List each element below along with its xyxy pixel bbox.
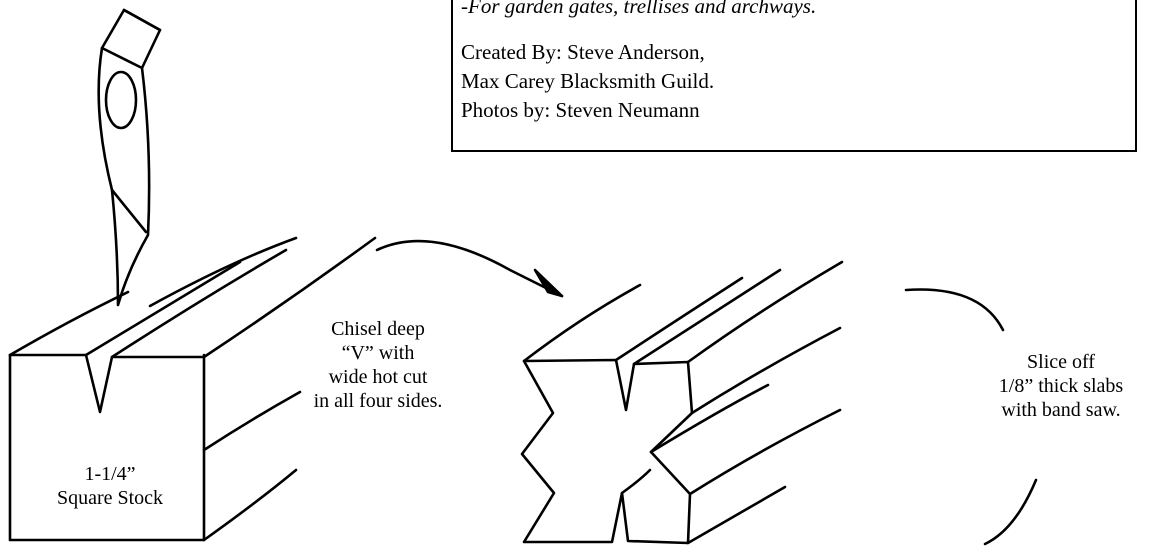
slice-curve-icon	[904, 288, 1038, 546]
hot-cut-chisel-icon	[97, 8, 162, 307]
chisel-label-line3: wide hot cut	[328, 366, 428, 388]
chisel-label-line1: Chisel deep	[331, 318, 425, 340]
credits-photos: Photos by: Steven Neumann	[461, 98, 700, 122]
credits-guild: Max Carey Blacksmith Guild.	[461, 69, 715, 93]
slice-label-line1: Slice off	[1027, 351, 1095, 373]
stock-label-line2: Square Stock	[56, 487, 164, 509]
slice-label: Slice off 1/8” thick slabs with band saw…	[966, 350, 1156, 422]
credits-created-by: Created By: Steve Anderson,	[461, 40, 705, 64]
credits-subtitle: -For garden gates, trellises and archway…	[461, 0, 817, 18]
arrow-icon	[375, 239, 564, 298]
credits-box: -For garden gates, trellises and archway…	[451, 0, 1137, 152]
chisel-label: Chisel deep “V” with wide hot cut in all…	[268, 317, 488, 413]
x-profile-bar	[520, 260, 844, 545]
stock-label: 1-1/4” Square Stock	[30, 462, 190, 510]
chisel-label-line2: “V” with	[341, 342, 415, 364]
slice-label-line3: with band saw.	[1001, 399, 1121, 421]
chisel-label-line4: in all four sides.	[313, 390, 443, 412]
stock-label-line1: 1-1/4”	[84, 463, 136, 485]
square-stock-bar	[8, 236, 377, 542]
slice-label-line2: 1/8” thick slabs	[998, 375, 1124, 397]
